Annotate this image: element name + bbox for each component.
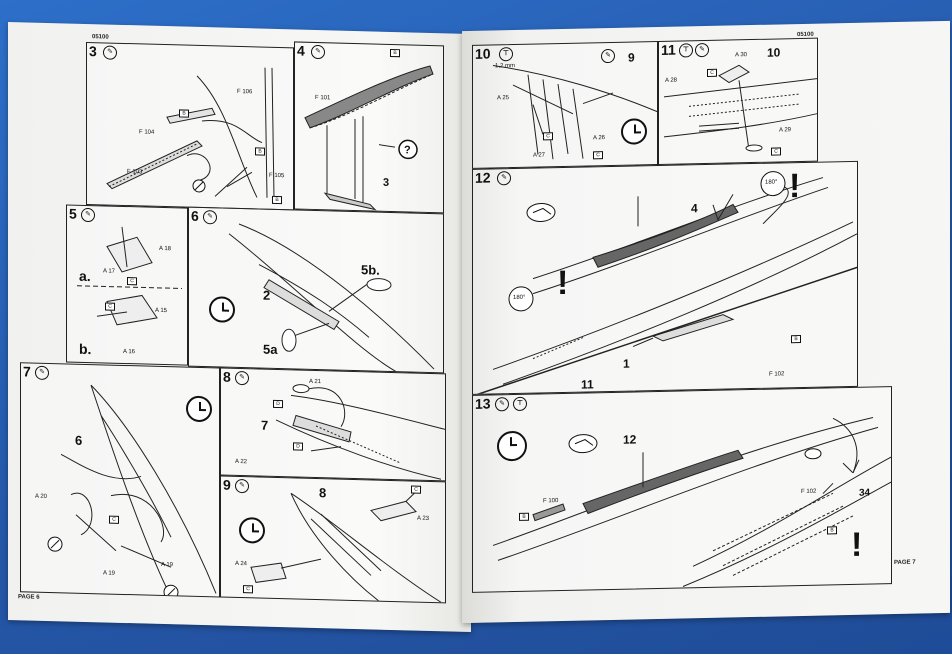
sub-assembly-number: 11 — [581, 377, 594, 392]
sub-assembly-number: 10 — [767, 45, 781, 60]
color-flag: C — [109, 515, 119, 524]
attention-icon: ! — [557, 263, 569, 303]
color-flag: C — [593, 151, 603, 160]
sub-assembly-number: 5a — [263, 341, 278, 357]
color-flag: B — [390, 48, 400, 58]
part-label: A 27 — [533, 152, 546, 159]
step-12-drawing — [473, 171, 858, 395]
color-flag: C — [127, 277, 137, 286]
drying-time-clock-icon — [186, 395, 212, 423]
step-10-panel: 10 ⊤ ✎ 9 1,2 mm A 25 C A 26 A 27 C — [472, 41, 658, 169]
step-12-panel: 12 ✎ 4 180° ! 180° — [472, 160, 858, 395]
page-number: PAGE 7 — [894, 559, 916, 567]
part-label: A 21 — [309, 378, 322, 386]
color-flag: B — [255, 147, 265, 156]
sub-assembly-number: 1 — [623, 356, 630, 371]
part-label: A 24 — [235, 560, 248, 568]
part-label: F 106 — [237, 88, 253, 96]
color-flag: C — [243, 585, 253, 594]
color-flag: C — [707, 68, 717, 77]
step-4-drawing: ? — [304, 65, 434, 211]
sub-assembly-number: 6 — [75, 432, 83, 448]
color-flag: D — [273, 399, 283, 409]
step-5-drawing — [77, 226, 182, 326]
rotation-label: 180° — [765, 179, 778, 186]
part-label: A 29 — [779, 127, 792, 134]
part-label: A 18 — [159, 245, 172, 253]
part-label: F 103 — [127, 169, 143, 176]
sub-assembly-number: 3 — [383, 176, 390, 189]
attention-icon: ! — [789, 167, 801, 206]
next-step-reference: 34 — [859, 487, 871, 499]
step-4-panel: 4 ✎ ? F 101 B 3 — [294, 41, 444, 214]
drying-time-clock-icon — [239, 516, 265, 544]
part-label: A 19 — [161, 561, 174, 569]
color-flag: B — [179, 109, 189, 118]
step-3-panel: 3 ✎ F 106 F 104 F 103 F 105 B B B — [86, 41, 294, 211]
step-13-drawing — [492, 417, 892, 587]
page-code: 05100 — [92, 34, 109, 41]
part-label: F 101 — [315, 94, 331, 102]
step-8-drawing — [275, 384, 446, 480]
step-9-panel: 9 ✎ 8 C A 23 A 24 C — [220, 475, 446, 604]
step-13-panel: 13 ✎ ⊤ 12 F 100 — [472, 386, 892, 593]
color-flag: C — [411, 485, 421, 494]
part-label: F 104 — [139, 129, 155, 136]
color-flag: B — [272, 195, 282, 205]
step-6-drawing — [228, 223, 435, 374]
sub-assembly-number: 5b. — [361, 262, 380, 278]
color-flag: D — [293, 442, 303, 451]
part-label: A 15 — [155, 307, 168, 315]
part-label: A 20 — [35, 493, 48, 500]
part-label: A 25 — [497, 95, 510, 102]
part-label: A 23 — [417, 515, 430, 522]
attention-icon: ! — [851, 525, 863, 564]
drying-time-clock-icon — [209, 296, 235, 323]
sub-assembly-number: 4 — [691, 201, 698, 216]
page-number: PAGE 6 — [18, 594, 40, 601]
variant-label: b. — [79, 340, 92, 358]
step-6-panel: 6 ✎ 2 5b. 5a — [188, 206, 444, 374]
part-label: A 16 — [123, 348, 136, 356]
sub-assembly-number: 9 — [628, 50, 635, 65]
part-label: F 100 — [543, 498, 559, 505]
svg-text:?: ? — [404, 144, 411, 156]
part-label: A 19 — [103, 570, 116, 577]
sub-assembly-number: 8 — [319, 485, 327, 501]
part-label: F 105 — [269, 172, 285, 180]
color-flag: C — [771, 147, 781, 156]
part-label: F 102 — [801, 488, 817, 496]
sub-assembly-number: 12 — [623, 432, 637, 447]
instruction-page-left: 05100 PAGE 6 3 ✎ F 106 F 104 F 103 F 10 — [8, 21, 471, 633]
step-5-panel: 5 ✎ a. A 17 A 18 C b. C A 15 A 16 — [66, 204, 188, 366]
instruction-page-right: 05100 PAGE 7 10 ⊤ ✎ 9 1,2 mm A 25 C A 26… — [462, 20, 950, 624]
sub-assembly-number: 7 — [261, 417, 269, 433]
sub-assembly-number: 2 — [263, 287, 271, 303]
step-10-drawing — [492, 64, 658, 160]
variant-label: a. — [79, 267, 91, 285]
step-3-drawing — [106, 67, 275, 198]
color-flag: C — [105, 302, 115, 311]
drill-size-label: 1,2 mm — [495, 63, 516, 70]
color-flag: B — [827, 526, 837, 535]
part-label: A 22 — [235, 458, 248, 466]
step-11-drawing — [663, 64, 818, 152]
step-8-panel: 8 ✎ A 21 7 D D A 22 — [220, 367, 446, 482]
part-label: A 17 — [103, 268, 116, 275]
part-label: A 28 — [665, 77, 678, 84]
color-flag: C — [543, 132, 553, 141]
step-7-panel: 7 ✎ 6 A 20 C A 19 A 19 — [20, 362, 220, 598]
part-label: F 102 — [769, 371, 785, 378]
step-9-drawing — [250, 486, 442, 604]
part-label: A 30 — [735, 52, 748, 59]
step-11-panel: 11 ⊤ ✎ 10 C A 30 A 28 A 29 C — [658, 37, 818, 166]
color-flag: B — [519, 512, 529, 521]
part-label: A 26 — [593, 135, 606, 142]
color-flag: B — [791, 335, 801, 344]
rotation-label: 180° — [513, 294, 526, 302]
